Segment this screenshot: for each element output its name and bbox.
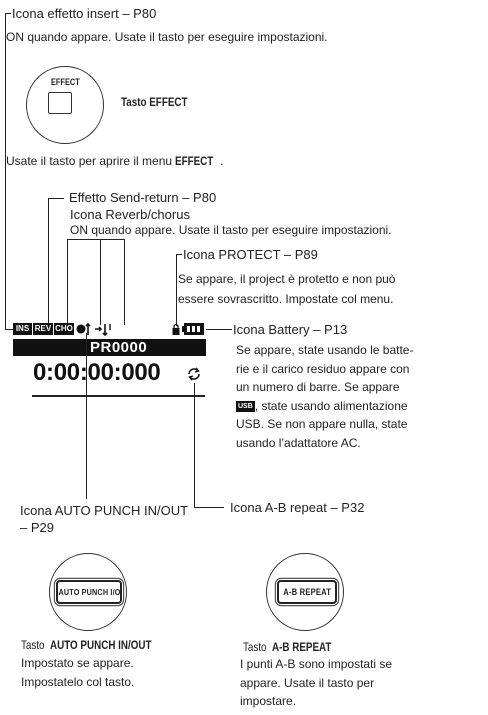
lcd-bottom-rule [32, 395, 205, 397]
battery-desc-line2: rie e il carico residuo appare con [236, 361, 410, 376]
battery-desc: Se appare, state usando le batte- rie e … [236, 341, 413, 452]
auto-punch-caption-bold: AUTO PUNCH IN/OUT [49, 638, 152, 652]
reverb-leader-h [67, 239, 124, 240]
reverb-leader-v1 [67, 239, 68, 325]
battery-desc-line1: Se appare, state usando le batte- [236, 343, 414, 357]
rev-icon: REV [33, 323, 53, 335]
effect-menu-desc-bold: EFFECT [175, 154, 214, 168]
protect-desc-2: essere sovrascritto. Impostate col menu. [178, 292, 394, 306]
battery-desc-line6: usando l’adattatore AC. [236, 435, 361, 450]
battery-desc-line4: , state usando alimentazione [254, 398, 408, 413]
ab-repeat-caption: Tasto A-B REPEAT [243, 640, 344, 655]
effect-button[interactable] [48, 92, 72, 114]
ab-leader-v [194, 383, 195, 507]
reverb-leader-v2 [100, 239, 101, 325]
auto-punch-button[interactable]: AUTO PUNCH I/O [56, 580, 122, 604]
ab-repeat-desc-1: I punti A-B sono impostati se [240, 657, 393, 671]
effect-menu-desc: Usate il tasto per aprire il menu EFFECT… [6, 154, 223, 169]
effect-menu-desc-prefix: Usate il tasto per aprire il menu [6, 154, 176, 168]
project-name: PR0000 [90, 339, 148, 356]
insert-effect-desc: ON quando appare. Usate il tasto per ese… [6, 30, 328, 44]
punch-in-out-icon [76, 322, 111, 337]
ab-repeat-caption-prefix: Tasto [243, 640, 267, 654]
ins-icon: INS [13, 323, 32, 335]
ab-repeat-title: Icona A-B repeat – P32 [230, 500, 365, 515]
punch-leader-v [86, 333, 87, 499]
effect-button-caption: Tasto EFFECT [121, 95, 188, 109]
insert-leader-bottom [5, 329, 13, 330]
auto-punch-title-1: Icona AUTO PUNCH IN/OUT [20, 503, 189, 518]
ab-repeat-caption-bold: A-B REPEAT [271, 640, 332, 654]
cho-icon: CHO [54, 323, 74, 335]
battery-desc-line3: un numero di barre. Se appare [236, 380, 400, 394]
protect-desc-1: Se appare, il project è protetto e non p… [178, 272, 396, 286]
insert-effect-title: Icona effetto insert – P80 [12, 6, 157, 21]
protect-leader-v [176, 254, 177, 326]
reverb-chorus-title: Icona Reverb/chorus [70, 207, 190, 222]
battery-title: Icona Battery – P13 [233, 322, 348, 337]
reverb-chorus-desc: ON quando appare. Usate il tasto per ese… [70, 223, 392, 237]
usb-icon: USB [236, 400, 255, 412]
insert-leader-top [5, 13, 11, 14]
battery-desc-line4-wrap: USB, state usando alimentazione [236, 397, 413, 416]
battery-leader [206, 329, 232, 330]
ab-repeat-desc: I punti A-B sono impostati se appare. Us… [240, 655, 392, 711]
auto-punch-key-label: AUTO PUNCH I/O [57, 587, 121, 597]
lock-icon [172, 323, 180, 335]
battery-desc-line5: USB. Se non appare nulla, state [236, 417, 408, 431]
insert-leader-vertical [5, 13, 6, 329]
ab-repeat-icon [188, 367, 200, 381]
ab-repeat-desc-2: appare. Usate il tasto per [240, 675, 375, 690]
battery-icon [182, 323, 204, 335]
auto-punch-desc: Impostato se appare. Impostatelo col tas… [21, 654, 134, 691]
ab-repeat-desc-3: impostare. [240, 694, 297, 708]
ab-repeat-button[interactable]: A-B REPEAT [277, 580, 337, 604]
auto-punch-caption-prefix: Tasto [21, 638, 45, 652]
auto-punch-desc-1: Impostato se appare. [21, 656, 134, 670]
auto-punch-caption: Tasto AUTO PUNCH IN/OUT [21, 638, 173, 653]
auto-punch-desc-2: Impostatelo col tasto. [21, 674, 135, 689]
sendreturn-leader-v1 [48, 198, 49, 325]
reverb-leader-v3 [124, 239, 125, 325]
time-counter: 0:00:00:000 [33, 359, 161, 386]
effect-menu-desc-suffix: . [220, 154, 224, 168]
ab-repeat-key-label: A-B REPEAT [283, 587, 331, 597]
protect-leader-h [176, 254, 182, 255]
auto-punch-title-2: – P29 [20, 520, 54, 535]
send-return-title: Effetto Send-return – P80 [69, 190, 217, 205]
protect-title: Icona PROTECT – P89 [183, 247, 318, 262]
ab-leader-h [194, 507, 224, 508]
effect-key-label: EFFECT [51, 77, 80, 87]
effect-button-circle [26, 66, 104, 144]
sendreturn-leader-h [48, 198, 64, 199]
project-bar [13, 339, 206, 356]
